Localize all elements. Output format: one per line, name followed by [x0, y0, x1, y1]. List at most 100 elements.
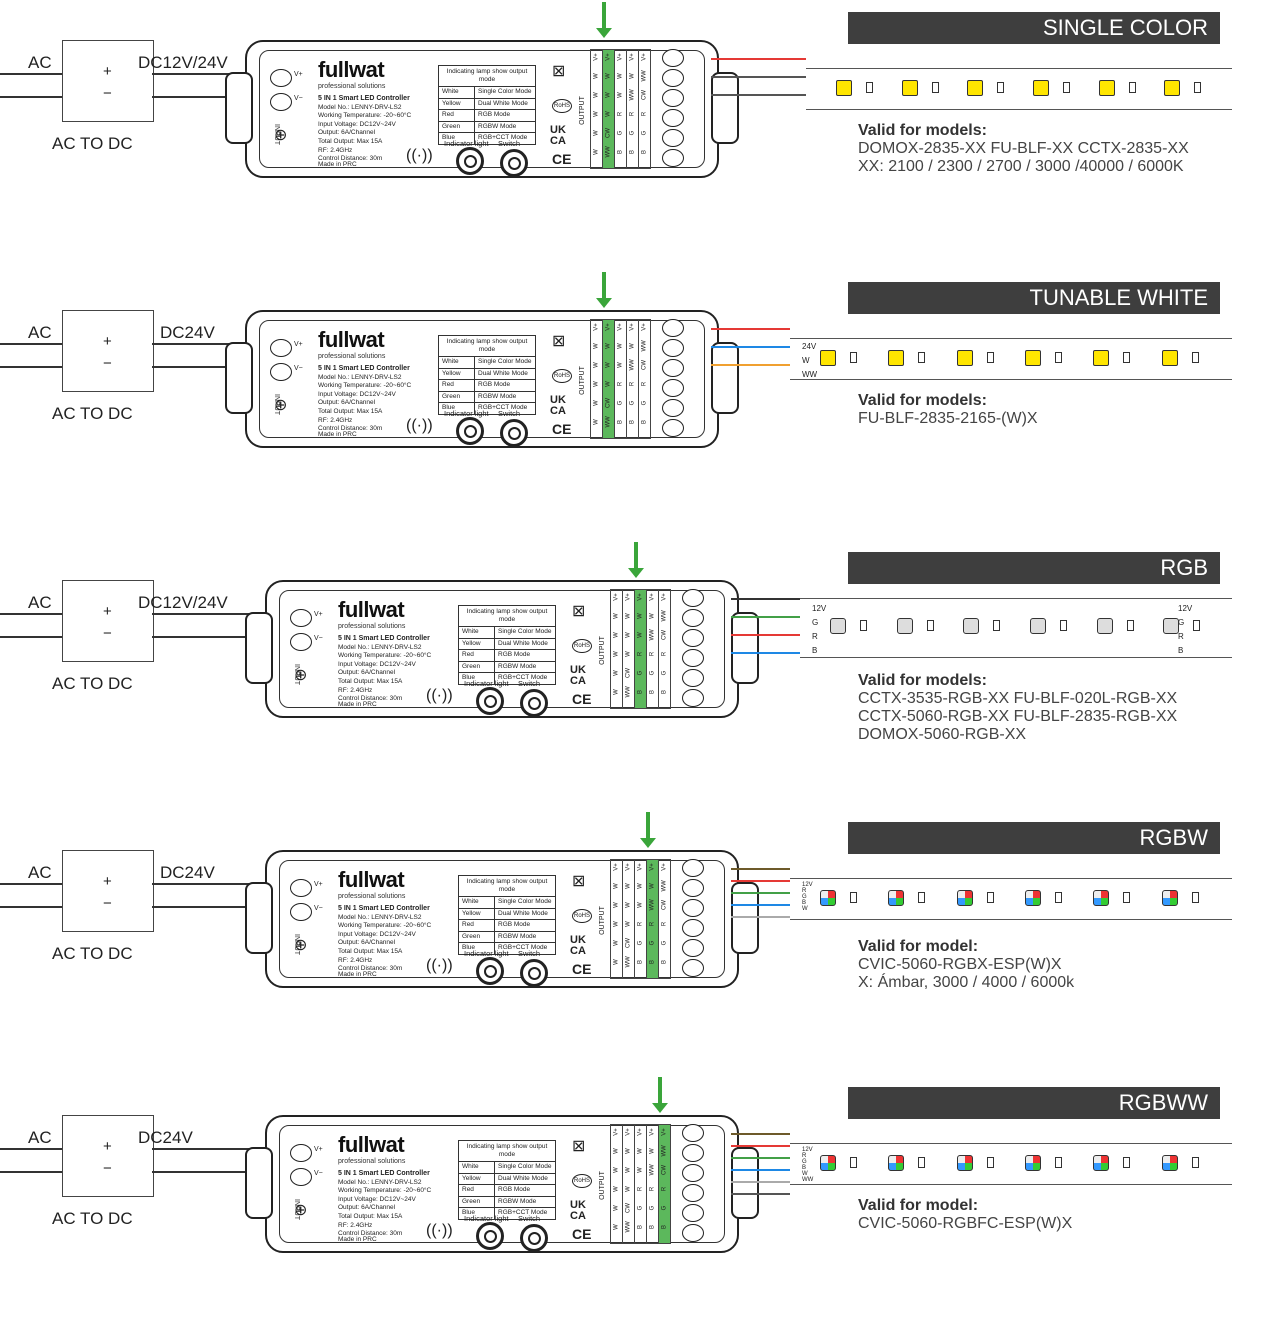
output-terminal-2[interactable] [682, 879, 704, 897]
dc-plus-wire [152, 1148, 287, 1150]
output-wire [711, 328, 790, 330]
indicator-light-knob[interactable] [476, 957, 504, 985]
output-terminal-6[interactable] [682, 689, 704, 707]
output-channel-label: B [629, 420, 636, 425]
input-terminal-vplus[interactable] [290, 879, 312, 897]
output-terminal-1[interactable] [662, 49, 684, 67]
indicator-light-knob[interactable] [456, 147, 484, 175]
output-terminal-5[interactable] [662, 399, 684, 417]
input-terminal-vplus[interactable] [270, 69, 292, 87]
input-terminal-vplus[interactable] [270, 339, 292, 357]
output-channel-label: W [593, 111, 600, 117]
valid-models: Valid for model:CVIC-5060-RGBFC-ESP(W)X [858, 1197, 1072, 1233]
spec-working-temp: Working Temperature: -20~60°C [338, 1187, 432, 1195]
output-terminal-6[interactable] [662, 419, 684, 437]
mount-ear-right [731, 882, 759, 954]
output-terminal-3[interactable] [662, 359, 684, 377]
mode-banner: SINGLE COLOR [848, 12, 1220, 44]
spec-ctrl-title: 5 IN 1 Smart LED Controller [338, 905, 430, 912]
output-terminal-1[interactable] [662, 319, 684, 337]
spec-model-no: Model No.: LENNY-DRV-LS2 [338, 1178, 422, 1186]
input-terminal-vminus[interactable] [290, 633, 312, 651]
table-cell-mode: RGBW Mode [498, 932, 537, 940]
output-wire [711, 76, 806, 78]
output-terminal-2[interactable] [662, 339, 684, 357]
spec-model-no: Model No.: LENNY-DRV-LS2 [318, 373, 402, 381]
switch-button[interactable] [520, 1224, 548, 1252]
output-channel-label: G [649, 1205, 656, 1211]
table-header: Indicating lamp show output mode [459, 1141, 555, 1162]
spec-model-no: Model No.: LENNY-DRV-LS2 [338, 913, 422, 921]
output-terminal-6[interactable] [682, 1224, 704, 1242]
switch-button[interactable] [520, 689, 548, 717]
output-terminal-2[interactable] [682, 609, 704, 627]
table-cell-color: Green [459, 661, 495, 672]
input-terminal-vminus[interactable] [290, 903, 312, 921]
output-terminal-5[interactable] [682, 1204, 704, 1222]
table-cell-color: Red [439, 110, 475, 121]
table-header: Indicating lamp show output mode [459, 606, 555, 627]
output-terminal-1[interactable] [682, 589, 704, 607]
spec-output-spec: Output: 6A/Channel [338, 939, 396, 947]
input-terminal-vminus[interactable] [270, 363, 292, 381]
input-terminal-vminus[interactable] [270, 93, 292, 111]
output-terminal-5[interactable] [682, 669, 704, 687]
vplus-label: V+ [314, 1146, 323, 1153]
switch-button[interactable] [500, 419, 528, 447]
switch-button[interactable] [520, 959, 548, 987]
output-terminal-4[interactable] [682, 649, 704, 667]
valid-models: Valid for models:DOMOX-2835-XX FU-BLF-XX… [858, 122, 1189, 176]
output-wire [731, 598, 800, 600]
output-terminal-2[interactable] [682, 1144, 704, 1162]
input-terminal-vminus[interactable] [290, 1168, 312, 1186]
resistor [1128, 82, 1136, 93]
minus-terminal: − [103, 355, 112, 372]
output-channel-label: W [625, 1186, 632, 1192]
output-terminal-1[interactable] [682, 859, 704, 877]
table-cell-color: Red [439, 380, 475, 391]
output-terminal-4[interactable] [662, 109, 684, 127]
output-terminal-5[interactable] [662, 129, 684, 147]
output-terminal-5[interactable] [682, 939, 704, 957]
output-terminal-2[interactable] [662, 69, 684, 87]
output-channel-label: CW [605, 398, 612, 408]
output-terminal-6[interactable] [662, 149, 684, 167]
output-terminal-1[interactable] [682, 1124, 704, 1142]
output-channel-label: V+ [641, 323, 648, 331]
strip-pad-label: 24V [802, 342, 817, 351]
indicator-light-knob[interactable] [476, 687, 504, 715]
indicator-light-knob[interactable] [476, 1222, 504, 1250]
table-cell-color: Green [439, 391, 475, 402]
led-strip [800, 598, 1232, 658]
input-terminal-vplus[interactable] [290, 1144, 312, 1162]
output-channel-label: WW [649, 1164, 656, 1176]
output-terminal-3[interactable] [682, 899, 704, 917]
remote-icon: ((·)) [426, 687, 453, 704]
output-terminal-4[interactable] [662, 379, 684, 397]
table-cell-color: Blue [439, 133, 475, 144]
table-cell-mode: Dual White Mode [498, 1174, 548, 1182]
output-channel-label: G [661, 1205, 668, 1211]
output-terminal-3[interactable] [682, 629, 704, 647]
indicator-light-knob[interactable] [456, 417, 484, 445]
made-in-label: Made in PRC [318, 431, 357, 438]
output-terminal-6[interactable] [682, 959, 704, 977]
led-chip [1161, 350, 1178, 366]
output-terminal-4[interactable] [682, 1184, 704, 1202]
strip-pad-label: W [802, 1171, 808, 1177]
rohs-mark: RoHS [552, 99, 573, 113]
output-channel-label: W [613, 959, 620, 965]
output-channel-label: V+ [613, 1128, 620, 1136]
power-supply-box: +− [62, 850, 154, 932]
strip-pad-label: G [802, 1159, 807, 1165]
output-terminal-3[interactable] [662, 89, 684, 107]
ac-label: AC [28, 53, 52, 72]
output-terminal-3[interactable] [682, 1164, 704, 1182]
output-terminal-4[interactable] [682, 919, 704, 937]
switch-button[interactable] [500, 149, 528, 177]
output-channel-label: WW [661, 880, 668, 892]
input-terminal-vplus[interactable] [290, 609, 312, 627]
